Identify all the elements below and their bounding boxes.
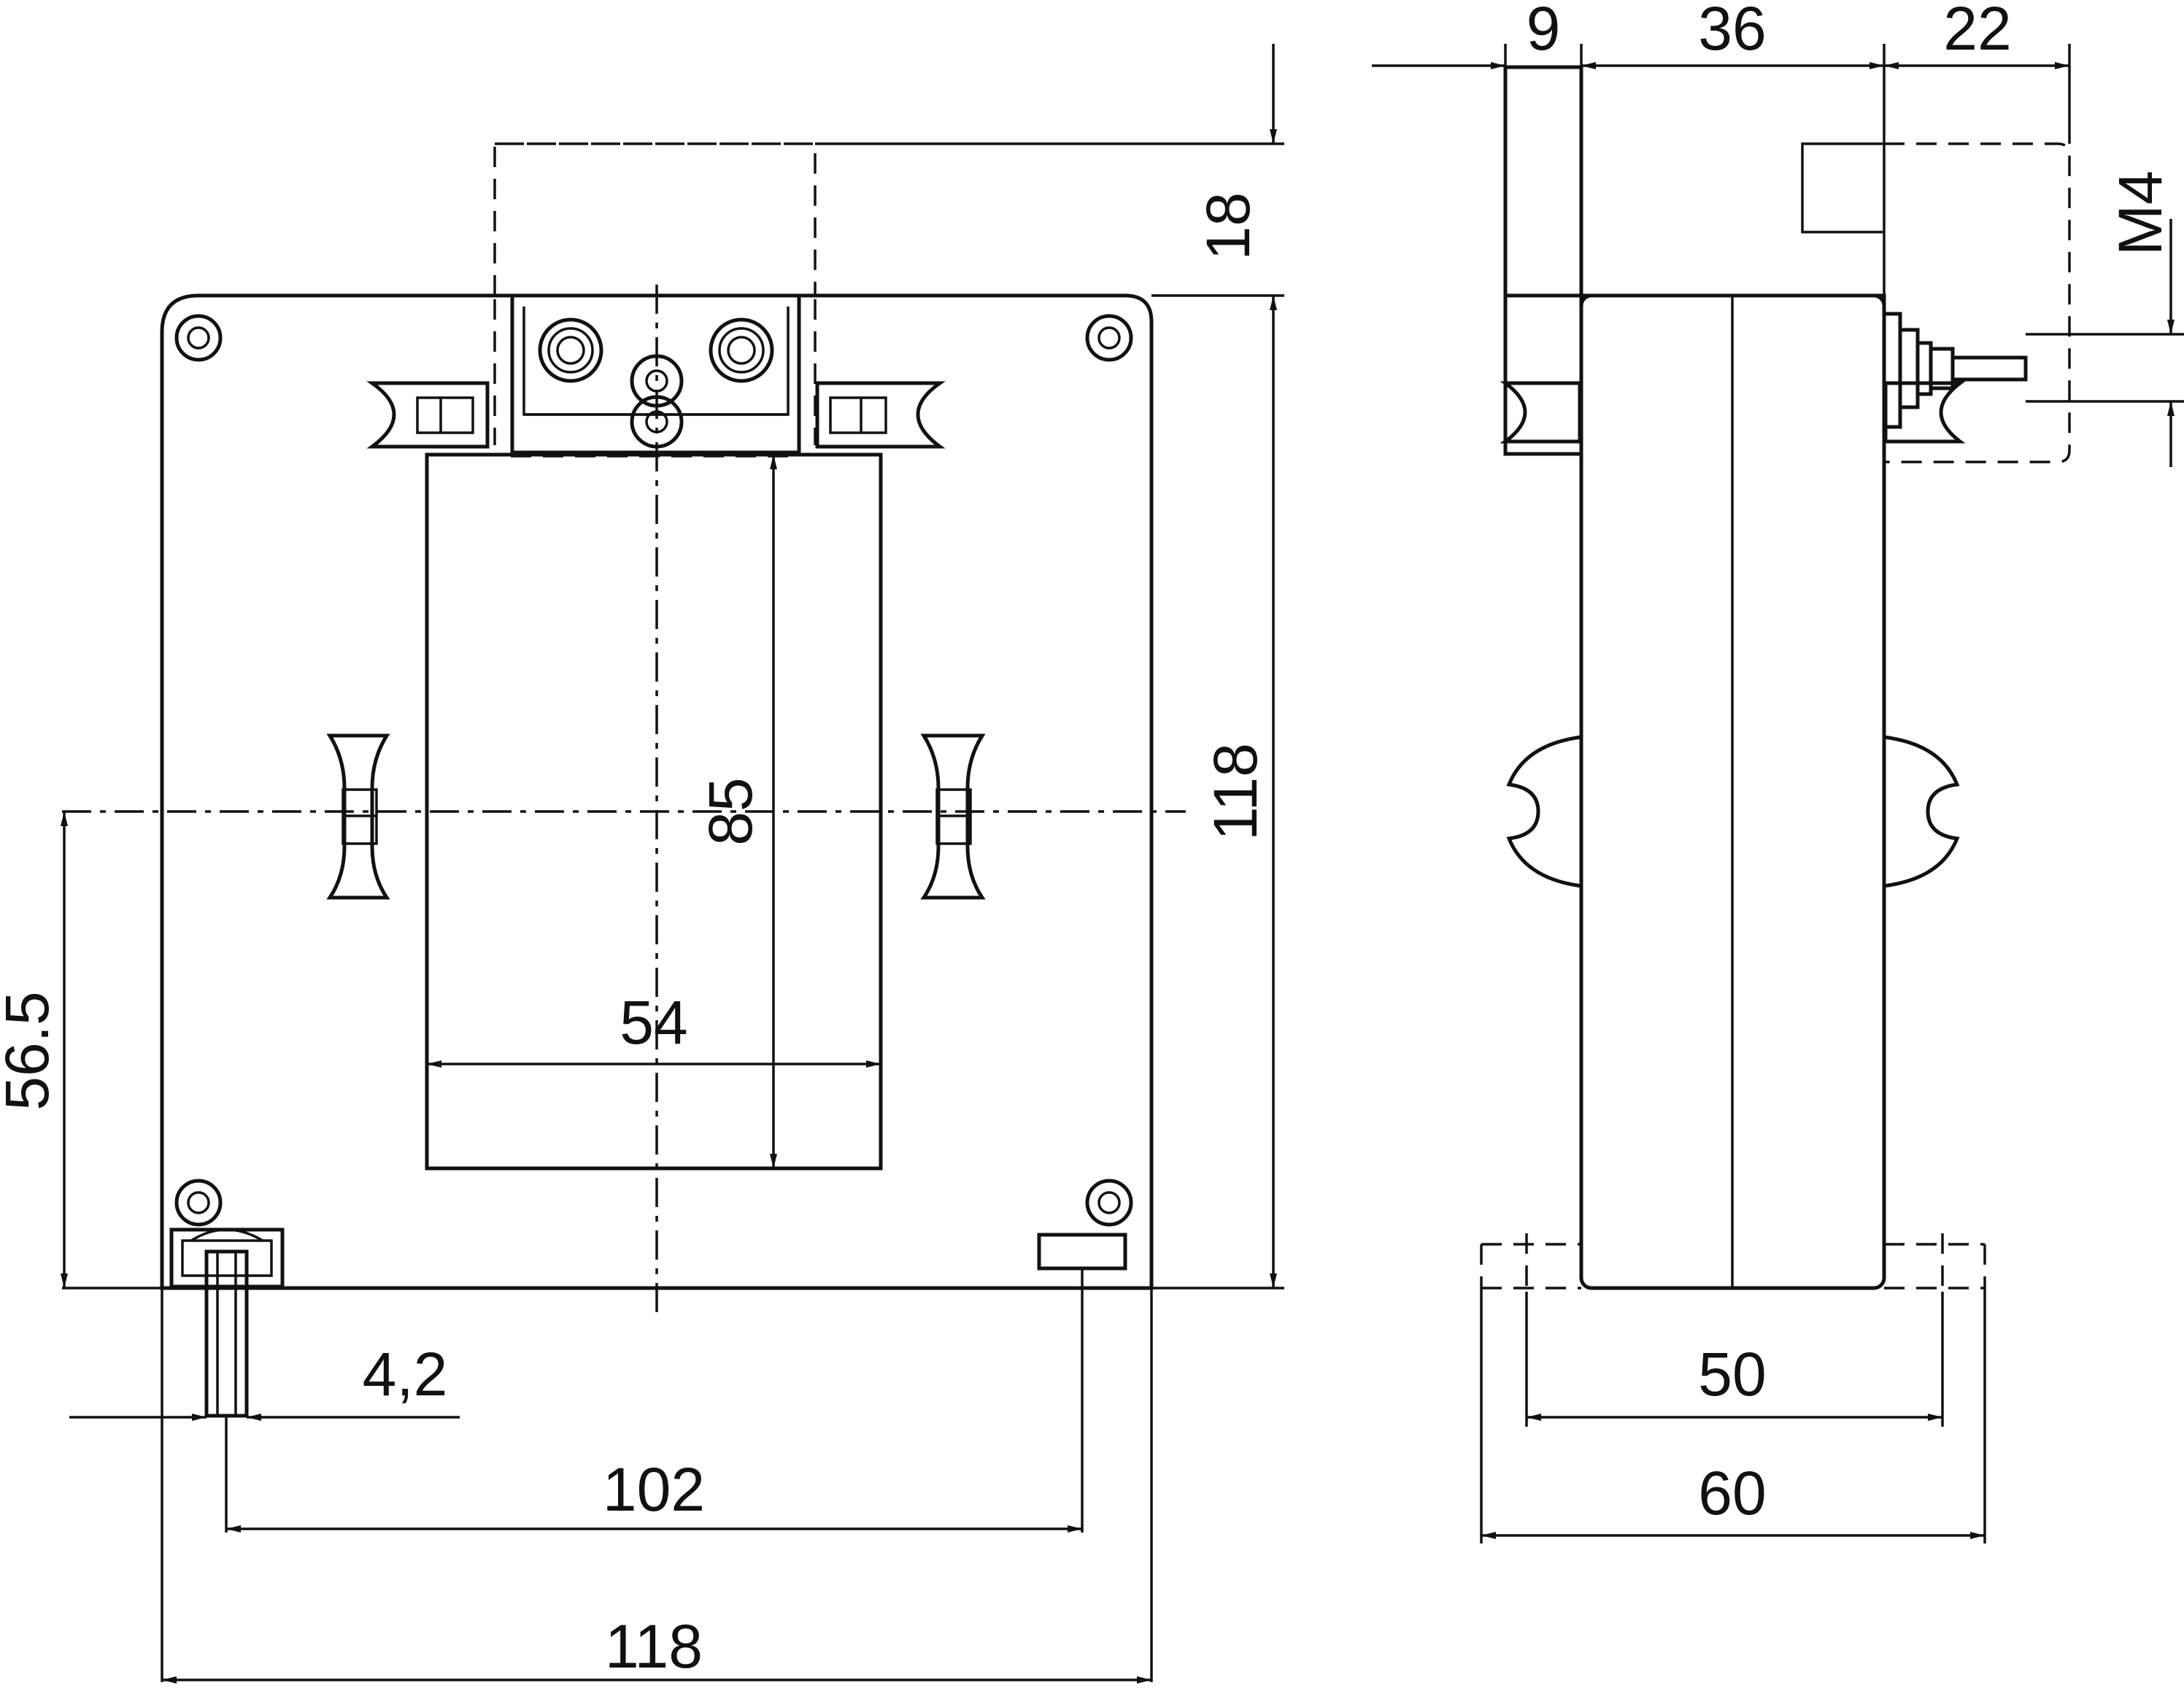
side-feet-dashed	[1480, 1233, 1986, 1292]
clip-mid-right	[920, 733, 986, 900]
side-clip-top-left	[1500, 381, 1582, 444]
dim-4-2-label: 4,2	[363, 1340, 448, 1408]
clip-top-right	[815, 381, 946, 449]
clip-top-left	[366, 381, 490, 449]
dim-m4-label: M4	[2106, 171, 2175, 256]
dim-overall-height: 118	[1201, 296, 1277, 1288]
dim-18-label: 18	[1194, 192, 1262, 260]
dim-9-label: 9	[1527, 0, 1561, 63]
dim-85-label: 85	[696, 777, 765, 845]
dim-side-50: 50	[1527, 1340, 1942, 1421]
dim-window-height: 85	[696, 455, 777, 1168]
terminal-cover-dashed-lower	[493, 299, 817, 458]
dim-56-5-label: 56.5	[0, 991, 61, 1111]
side-view: 9 36 22 M4 50 60	[1372, 0, 2184, 1543]
dim-thread-m4: M4	[2106, 171, 2175, 467]
dim-side-22: 22	[1884, 0, 2069, 69]
dim-hole-diameter: 4,2	[69, 1340, 460, 1421]
side-terminal-cover-dashed	[1884, 142, 2071, 463]
side-clip-mid-left	[1506, 735, 1582, 888]
window-opening	[425, 452, 883, 1171]
corner-holes	[174, 314, 1133, 1227]
side-clip-top-right	[1883, 381, 1966, 444]
side-clip-mid-right	[1883, 735, 1960, 888]
dim-54-label: 54	[620, 988, 687, 1057]
dim-60-label: 60	[1698, 1459, 1766, 1527]
dim-side-36: 36	[1581, 0, 1884, 69]
dim-50-label: 50	[1698, 1340, 1766, 1408]
dim-118-vertical-label: 118	[1201, 743, 1270, 841]
terminal-screw	[1882, 312, 2184, 429]
dim-hole-spacing: 102	[226, 1455, 1082, 1533]
clip-mid-left	[326, 733, 390, 900]
dim-overall-width: 118	[162, 1612, 1151, 1684]
dim-center-height: 56.5	[0, 812, 68, 1288]
mounting-foot-left	[169, 1227, 285, 1418]
dim-102-label: 102	[603, 1455, 705, 1524]
dim-22-label: 22	[1943, 0, 2011, 63]
front-view: 18 118 85 54 56.5 4,2	[0, 44, 1284, 1684]
dim-terminal-cover-height: 18	[1194, 44, 1277, 261]
side-body-outline	[1505, 293, 1886, 454]
terminal-cover-dashed	[493, 142, 817, 296]
dim-side-9: 9	[1372, 0, 1561, 69]
dim-118-horizontal-label: 118	[605, 1612, 703, 1681]
dim-window-width: 54	[427, 988, 881, 1068]
mounting-foot-right	[1037, 1233, 1127, 1271]
dim-36-label: 36	[1698, 0, 1766, 63]
dim-side-60: 60	[1481, 1459, 1985, 1539]
